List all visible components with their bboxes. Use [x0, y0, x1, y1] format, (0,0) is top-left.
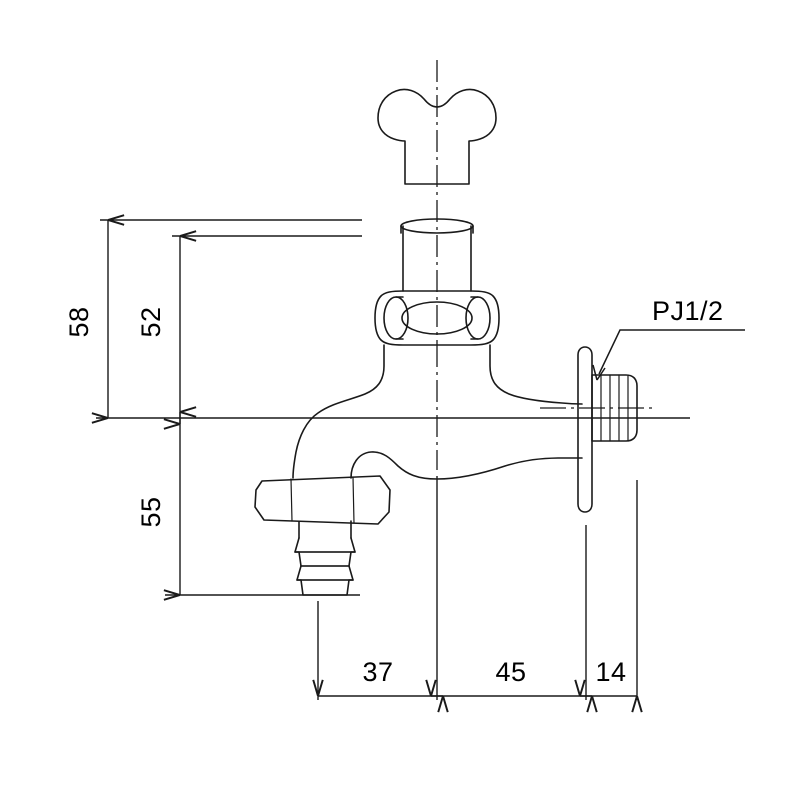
packing-nut-outline	[374, 290, 500, 346]
vertical-dimension-group	[96, 220, 690, 595]
packing-nut-left-ellipse	[383, 296, 409, 340]
coupling-nut-facet-right	[352, 476, 355, 524]
bonnet-top-rim	[400, 225, 474, 234]
hose-barb-shank	[298, 520, 352, 539]
hose-barb-ridge-2	[294, 551, 356, 567]
packing-nut-flat-right	[470, 296, 479, 340]
centerline-group	[436, 60, 655, 470]
thread-spec-label: PJ1/2	[652, 296, 724, 326]
dimension-text-group: 58 52 55 37 45 14 PJ1/2	[64, 296, 724, 687]
thread-spec-leader-line	[598, 329, 745, 375]
dim-52-label: 52	[136, 306, 166, 337]
horizontal-dimension-group	[318, 476, 637, 700]
dim-37-label: 37	[362, 657, 393, 687]
threaded-inlet-outline	[591, 374, 638, 442]
hose-barb-ridge-1	[294, 537, 356, 553]
spout-underside-curve	[350, 451, 583, 480]
packing-nut-flat-left	[395, 296, 404, 340]
thread-spec-leader-group	[592, 329, 745, 381]
body-right-profile	[489, 344, 583, 405]
coupling-nut-outline	[254, 475, 391, 525]
dim-58-label: 58	[64, 306, 94, 337]
hose-barb-ridge-3	[296, 565, 354, 581]
wall-flange-outline	[577, 346, 593, 513]
body-left-profile	[292, 344, 385, 479]
dim-45-label: 45	[495, 657, 526, 687]
dim-55-label: 55	[136, 496, 166, 527]
thread-spec-arrowhead	[592, 364, 606, 381]
bonnet-collar-outline	[402, 225, 472, 292]
faucet-geometry-group	[254, 88, 638, 596]
coupling-nut-facet-left	[290, 478, 293, 522]
hose-barb-ridge-4	[296, 579, 354, 596]
packing-nut-right-ellipse	[465, 296, 491, 340]
dim-14-label: 14	[595, 657, 626, 687]
